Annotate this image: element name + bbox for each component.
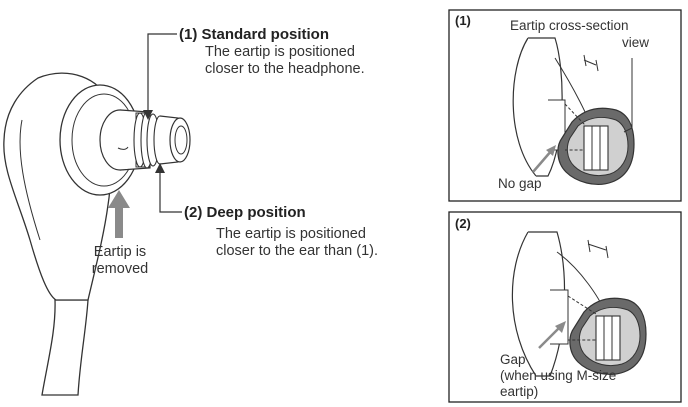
eartip-removed-label: Eartip is removed [88,244,152,278]
standard-position-heading: (1) Standard position [179,26,329,43]
no-gap-arrow [532,145,556,173]
standard-position-description: The eartip is positioned closer to the h… [205,44,365,78]
removed-arrow [108,190,130,238]
panel-2-frame [448,211,682,403]
panel-1-frame [448,9,682,202]
removed-line-2: removed [91,261,149,277]
panel-1-cross-section [512,37,635,185]
standard-desc-line-2: closer to the headphone. [205,61,365,77]
panel-1-tag: (1) [455,13,471,28]
cross-section-label-line-2: view [622,35,650,50]
headphone-cable [41,299,89,396]
gap-label: Gap (when using M-size eartip) [500,352,616,400]
cross-section-label-line-1: Eartip cross-section [510,18,629,33]
panel-2-cross-section [511,231,647,377]
deep-position-heading: (2) Deep position [184,204,306,221]
gap-line-1: Gap [500,352,526,367]
deep-position-description: The eartip is positioned closer to the e… [216,226,378,260]
gap-arrow [538,321,566,349]
deep-desc-line-2: closer to the ear than (1). [216,243,378,259]
panel-1-label-leader [623,58,633,133]
removed-line-1: Eartip is [93,244,147,260]
standard-leader-line [147,33,177,113]
standard-desc-line-1: The eartip is positioned [205,44,355,60]
gap-line-2: (when using M-size [500,368,617,383]
deep-leader-line [159,170,182,213]
no-gap-label: No gap [498,176,542,191]
deep-desc-line-1: The eartip is positioned [216,226,366,242]
panel-2-tag: (2) [455,216,471,231]
gap-line-3: eartip) [500,384,539,399]
